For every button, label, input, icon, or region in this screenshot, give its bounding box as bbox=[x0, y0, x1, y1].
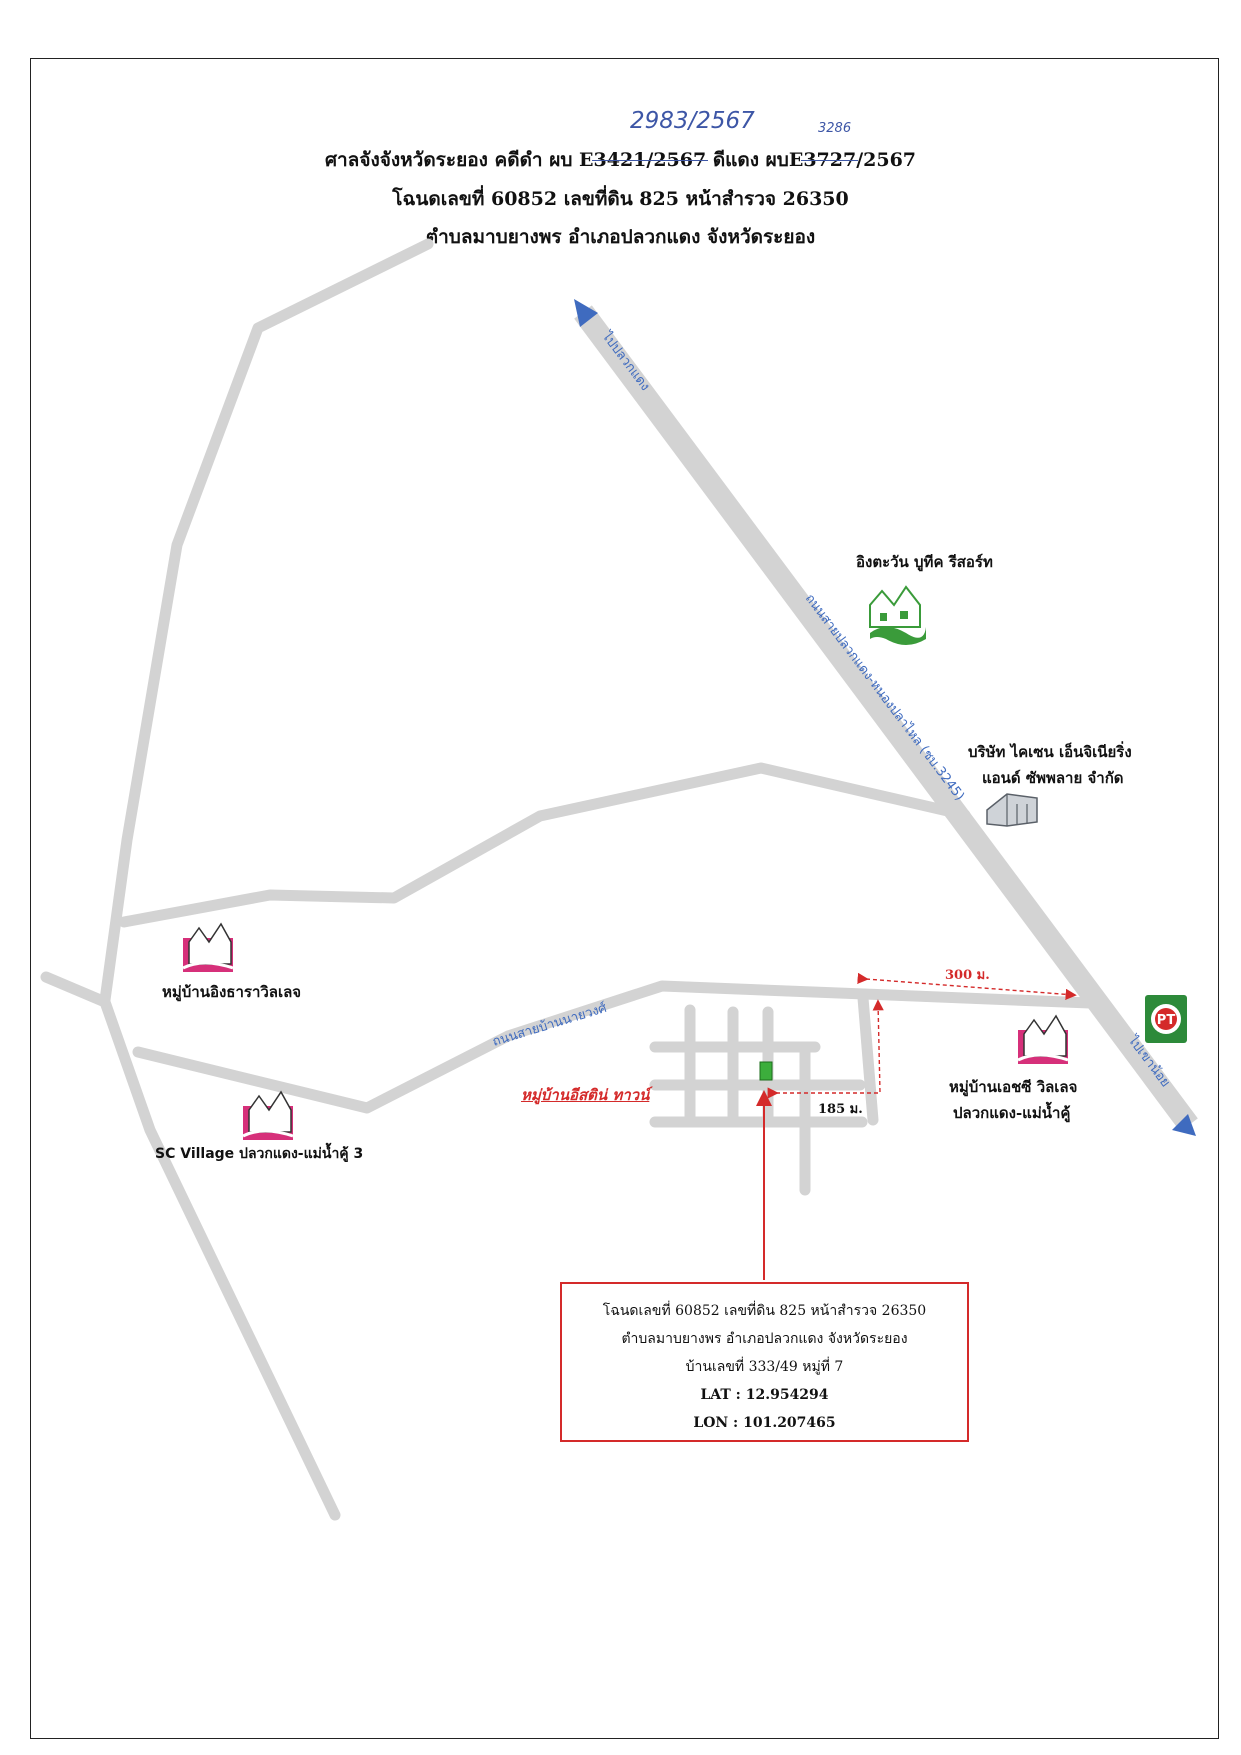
header-line-2: โฉนดเลขที่ 60852 เลขที่ดิน 825 หน้าสำรวจ… bbox=[392, 188, 849, 210]
handwritten-red-number: 3286 bbox=[818, 121, 852, 136]
label-sc-village-3: SC Village ปลวกแดง-แม่น้ำคู้ 3 bbox=[155, 1146, 364, 1162]
road-southwest bbox=[40, 971, 341, 1521]
village-house-icon-sc3 bbox=[242, 1090, 294, 1140]
info-latitude: LAT : 12.954294 bbox=[700, 1387, 829, 1403]
village-house-icon-ing-thara bbox=[182, 922, 234, 972]
page-border bbox=[30, 58, 1219, 1739]
svg-text:PT: PT bbox=[1157, 1013, 1176, 1028]
info-line-3: บ้านเลขที่ 333/49 หมู่ที่ 7 bbox=[685, 1359, 844, 1375]
header-line-1: ศาลจังจังหวัดระยอง คดีดำ ผบ E3421/2567 ด… bbox=[324, 149, 917, 171]
label-company-line-2: แอนด์ ซัพพลาย จำกัด bbox=[982, 769, 1124, 787]
roads bbox=[40, 238, 1096, 1521]
pt-gas-station-icon: PT bbox=[1145, 995, 1187, 1043]
factory-icon bbox=[986, 793, 1038, 827]
info-longitude: LON : 101.207465 bbox=[693, 1415, 836, 1431]
road-south bbox=[132, 980, 1096, 1114]
arrow-to-khao-noi bbox=[1172, 1114, 1196, 1136]
village-house-icon-sc bbox=[1017, 1014, 1069, 1064]
header-line-3: ตำบลมาบยางพร อำเภอปลวกแดง จังหวัดระยอง bbox=[425, 226, 816, 248]
land-parcel bbox=[759, 1061, 773, 1081]
resort-house-icon bbox=[869, 585, 926, 645]
distance-185-arrow bbox=[767, 999, 884, 1099]
distance-185-label: 185 ม. bbox=[818, 1102, 863, 1117]
parcel-info-box: โฉนดเลขที่ 60852 เลขที่ดิน 825 หน้าสำรวจ… bbox=[560, 1282, 969, 1442]
arrow-to-pluak-daeng bbox=[574, 299, 598, 327]
info-line-2: ตำบลมาบยางพร อำเภอปลวกแดง จังหวัดระยอง bbox=[621, 1331, 908, 1347]
label-ingtawan-resort: อิงตะวัน บูทีค รีสอร์ท bbox=[856, 553, 993, 571]
road-middle bbox=[118, 762, 971, 928]
info-line-1: โฉนดเลขที่ 60852 เลขที่ดิน 825 หน้าสำรวจ… bbox=[602, 1303, 927, 1319]
label-sc-village-line-1: หมู่บ้านเอชซี วิลเลจ bbox=[949, 1078, 1078, 1096]
label-sc-village-line-2: ปลวกแดง-แม่น้ำคู้ bbox=[953, 1104, 1071, 1122]
handwritten-case-number: 2983/2567 bbox=[630, 108, 755, 134]
road-west-north bbox=[99, 238, 434, 1006]
label-company-line-1: บริษัท ไคเซน เอ็นจิเนียริ่ง bbox=[968, 743, 1132, 761]
label-ing-thara-village: หมู่บ้านอิงธาราวิลเลจ bbox=[162, 983, 302, 1001]
road-label-ban-nai-yawong: ถนนสายบ้านนายวงศ์ bbox=[490, 1000, 609, 1050]
label-inner-estate: หมู่บ้านอีสติน่ ทาวน์ bbox=[521, 1086, 650, 1104]
main-highway bbox=[574, 305, 1198, 1132]
distance-300-label: 300 ม. bbox=[945, 968, 990, 983]
